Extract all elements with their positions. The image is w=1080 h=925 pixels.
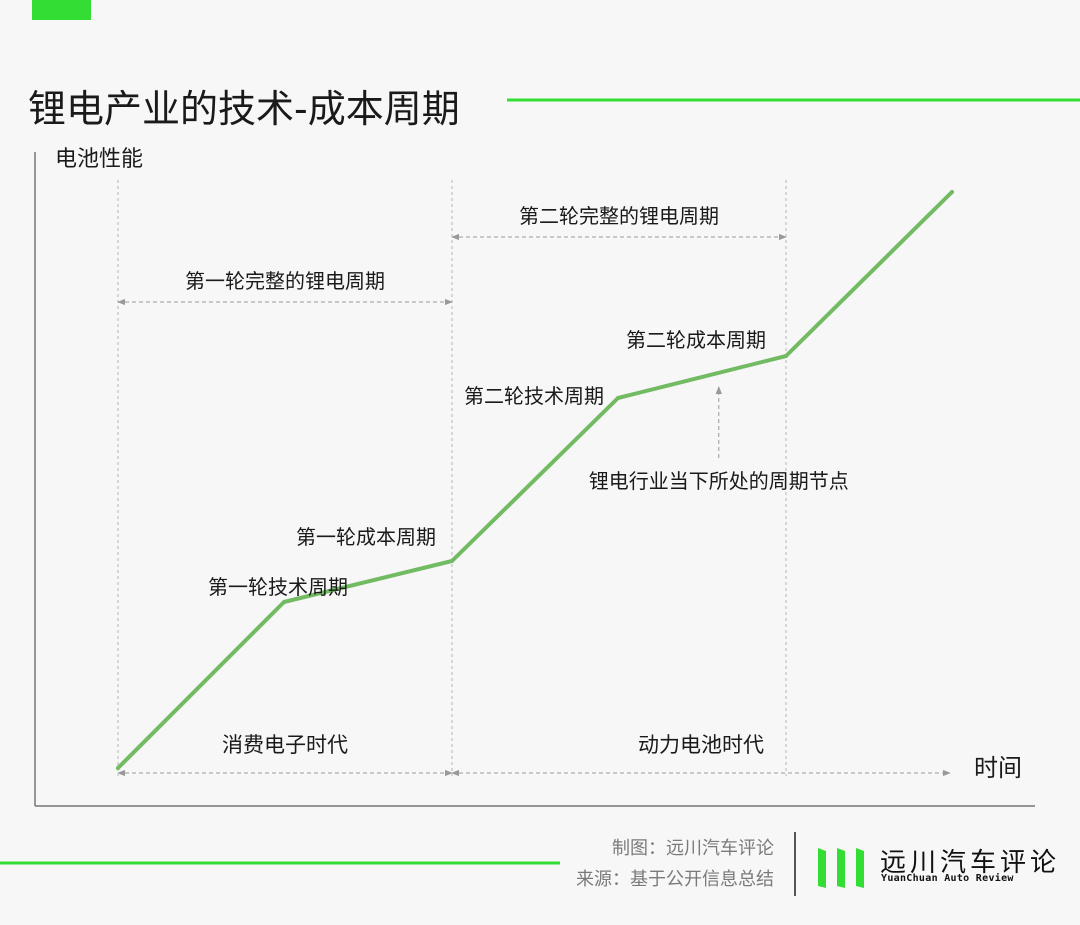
credit-source: 来源：基于公开信息总结 [576, 869, 774, 890]
current-position-label: 锂电行业当下所处的周期节点 [589, 469, 849, 493]
data-point [282, 600, 286, 604]
data-point [950, 190, 954, 194]
brand-name-en: YuanChuan Auto Review [881, 873, 1014, 884]
point-label: 第一轮成本周期 [296, 525, 436, 549]
brand-name-cn: 远川汽车评论 [880, 848, 1061, 878]
era-label: 动力电池时代 [638, 733, 764, 757]
span-label: 第一轮完整的锂电周期 [185, 269, 385, 293]
page-title: 锂电产业的技术-成本周期 [28, 87, 460, 131]
y-axis-label: 电池性能 [55, 147, 143, 172]
brand-logo-icon [818, 848, 864, 888]
marks [116, 190, 954, 770]
corner-accent [32, 0, 91, 20]
data-point [616, 396, 620, 400]
x-axis-label: 时间 [974, 754, 1022, 782]
point-label: 第二轮技术周期 [464, 384, 604, 408]
data-point [784, 354, 788, 358]
credit-maker: 制图：远川汽车评论 [612, 838, 774, 859]
data-point [116, 766, 120, 770]
series-line [116, 190, 954, 770]
point-label: 第二轮成本周期 [626, 328, 766, 352]
era-label: 消费电子时代 [222, 733, 348, 757]
data-point [450, 559, 454, 563]
span-label: 第二轮完整的锂电周期 [519, 204, 719, 228]
point-label: 第一轮技术周期 [208, 575, 348, 599]
guides [117, 180, 951, 777]
credits: 制图：远川汽车评论 来源：基于公开信息总结 [576, 833, 774, 895]
